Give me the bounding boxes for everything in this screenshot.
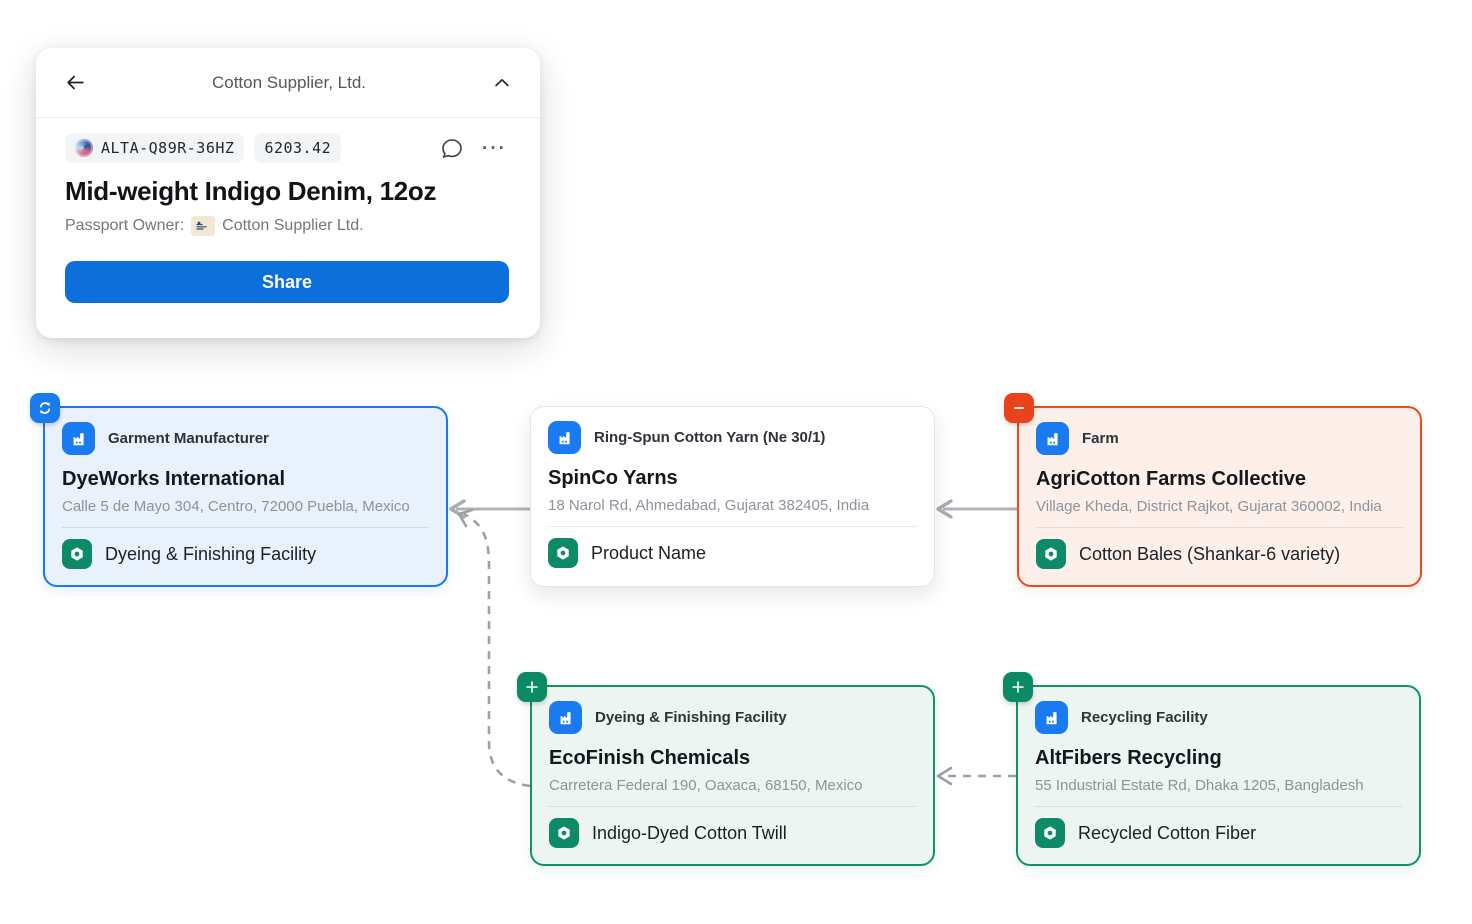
node-header: Garment Manufacturer <box>62 422 429 455</box>
material-icon <box>1035 818 1065 848</box>
node-name: EcoFinish Chemicals <box>549 747 751 769</box>
panel-header: Cotton Supplier, Ltd. <box>36 48 540 118</box>
factory-icon <box>549 701 582 734</box>
minus-icon <box>1014 407 1024 409</box>
node-footer: Recycled Cotton Fiber <box>1035 818 1402 848</box>
factory-icon <box>548 421 581 454</box>
back-button[interactable] <box>60 68 90 98</box>
arrowhead-dashed-into-dyeworks <box>457 508 474 528</box>
node-role: Farm <box>1082 430 1119 447</box>
node-header: Recycling Facility <box>1035 701 1402 734</box>
node-header: Farm <box>1036 422 1403 455</box>
node-footer: Cotton Bales (Shankar-6 variety) <box>1036 539 1403 569</box>
remove-badge-button[interactable] <box>1004 393 1034 423</box>
node-header: Ring-Spun Cotton Yarn (Ne 30/1) <box>548 421 917 454</box>
node-name: SpinCo Yarns <box>548 467 678 489</box>
node-footer: Product Name <box>548 538 917 568</box>
factory-icon <box>1035 701 1068 734</box>
node-product: Indigo-Dyed Cotton Twill <box>592 822 787 843</box>
hs-code-text: 6203.42 <box>264 139 332 157</box>
material-icon <box>548 538 578 568</box>
owner-name: Cotton Supplier Ltd. <box>222 217 364 234</box>
divider <box>549 806 916 807</box>
edge-ecofinish-to-dyeworks <box>463 512 531 788</box>
chat-bubble-icon <box>442 139 462 158</box>
chevron-up-icon <box>495 78 509 86</box>
node-role: Recycling Facility <box>1081 709 1208 726</box>
owner-label: Passport Owner: <box>65 217 185 234</box>
divider <box>1035 806 1402 807</box>
share-button[interactable]: Share <box>65 261 509 303</box>
passport-panel: Cotton Supplier, Ltd. ALTA-Q89R-36HZ 620… <box>36 48 540 338</box>
product-id-badge[interactable]: ALTA-Q89R-36HZ <box>65 133 245 163</box>
plus-icon <box>526 681 538 693</box>
arrowhead-into-ecofinish <box>936 766 953 786</box>
product-id-text: ALTA-Q89R-36HZ <box>101 139 235 157</box>
node-card-spinco[interactable]: Ring-Spun Cotton Yarn (Ne 30/1) SpinCo Y… <box>530 406 935 587</box>
passport-logo-icon <box>75 139 93 157</box>
sync-icon <box>39 402 51 414</box>
node-footer: Indigo-Dyed Cotton Twill <box>549 818 916 848</box>
node-address: Carretera Federal 190, Oaxaca, 68150, Me… <box>549 777 863 794</box>
node-address: Village Kheda, District Rajkot, Gujarat … <box>1036 498 1382 515</box>
panel-title: Cotton Supplier, Ltd. <box>211 72 367 92</box>
node-card-agricotton[interactable]: Farm AgriCotton Farms Collective Village… <box>1004 393 1422 587</box>
back-arrow-icon <box>67 75 84 89</box>
badge-row: ALTA-Q89R-36HZ 6203.42 ··· <box>65 133 511 163</box>
node-card-ecofinish[interactable]: Dyeing & Finishing Facility EcoFinish Ch… <box>517 672 935 866</box>
node-address: 18 Narol Rd, Ahmedabad, Gujarat 382405, … <box>548 497 870 514</box>
node-product: Dyeing & Finishing Facility <box>105 543 317 564</box>
product-title: Mid-weight Indigo Denim, 12oz <box>65 176 437 206</box>
node-role: Garment Manufacturer <box>108 430 269 447</box>
material-icon <box>1036 539 1066 569</box>
node-name: AltFibers Recycling <box>1035 747 1222 769</box>
more-options-button[interactable]: ··· <box>478 135 511 162</box>
sync-badge-button[interactable] <box>30 393 60 423</box>
panel-body: ALTA-Q89R-36HZ 6203.42 ··· Mid-weight In… <box>36 118 540 303</box>
factory-icon <box>1036 422 1069 455</box>
divider <box>1036 527 1403 528</box>
divider <box>62 527 429 528</box>
node-name: AgriCotton Farms Collective <box>1036 468 1307 490</box>
factory-icon <box>62 422 95 455</box>
node-address: 55 Industrial Estate Rd, Dhaka 1205, Ban… <box>1035 777 1364 794</box>
node-header: Dyeing & Finishing Facility <box>549 701 916 734</box>
material-icon <box>549 818 579 848</box>
node-name: DyeWorks International <box>62 468 286 490</box>
owner-logo-icon <box>191 216 216 236</box>
add-badge-button[interactable] <box>517 672 547 702</box>
comment-button[interactable] <box>436 132 468 164</box>
material-icon <box>62 539 92 569</box>
plus-icon <box>1012 681 1024 693</box>
node-role: Ring-Spun Cotton Yarn (Ne 30/1) <box>594 429 826 446</box>
node-card-dyeworks[interactable]: Garment Manufacturer DyeWorks Internatio… <box>30 393 448 587</box>
arrowhead-into-dyeworks <box>449 499 466 519</box>
node-product: Product Name <box>591 542 707 563</box>
arrowhead-into-spinco <box>936 499 953 519</box>
add-badge-button[interactable] <box>1003 672 1033 702</box>
node-product: Cotton Bales (Shankar-6 variety) <box>1079 543 1341 564</box>
collapse-button[interactable] <box>488 69 516 97</box>
node-role: Dyeing & Finishing Facility <box>595 709 787 726</box>
ellipsis-icon: ··· <box>482 137 507 159</box>
divider <box>548 526 917 527</box>
node-product: Recycled Cotton Fiber <box>1078 822 1257 843</box>
hs-code-badge[interactable]: 6203.42 <box>254 133 342 163</box>
node-address: Calle 5 de Mayo 304, Centro, 72000 Puebl… <box>62 498 410 515</box>
node-card-altfibers[interactable]: Recycling Facility AltFibers Recycling 5… <box>1003 672 1421 866</box>
node-footer: Dyeing & Finishing Facility <box>62 539 429 569</box>
owner-row: Passport Owner: Cotton Supplier Ltd. <box>65 216 511 236</box>
